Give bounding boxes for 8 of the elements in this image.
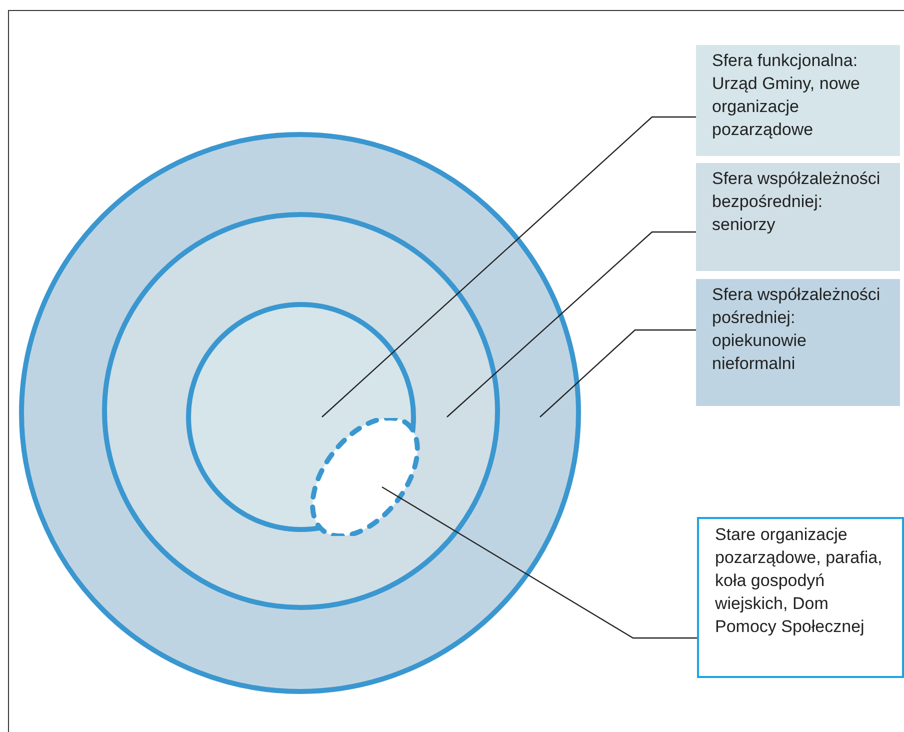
label-box: Sfera współzależności pośredniej: opiekunowie nieformalni — [696, 279, 900, 406]
leader-line — [540, 329, 696, 418]
label-box: Stare organizacje pozarządowe, parafia, koła gospodyń wiejskich, Dom Pomocy Społecznej — [697, 517, 904, 678]
label-box: Sfera współzależności bezpośredniej: seniorzy — [696, 163, 900, 271]
leader-line — [382, 486, 697, 639]
leader-line — [322, 116, 696, 418]
label-box: Sfera funkcjonalna: Urząd Gminy, nowe organizacje pozarządowe — [696, 45, 900, 156]
leader-line — [446, 231, 696, 418]
